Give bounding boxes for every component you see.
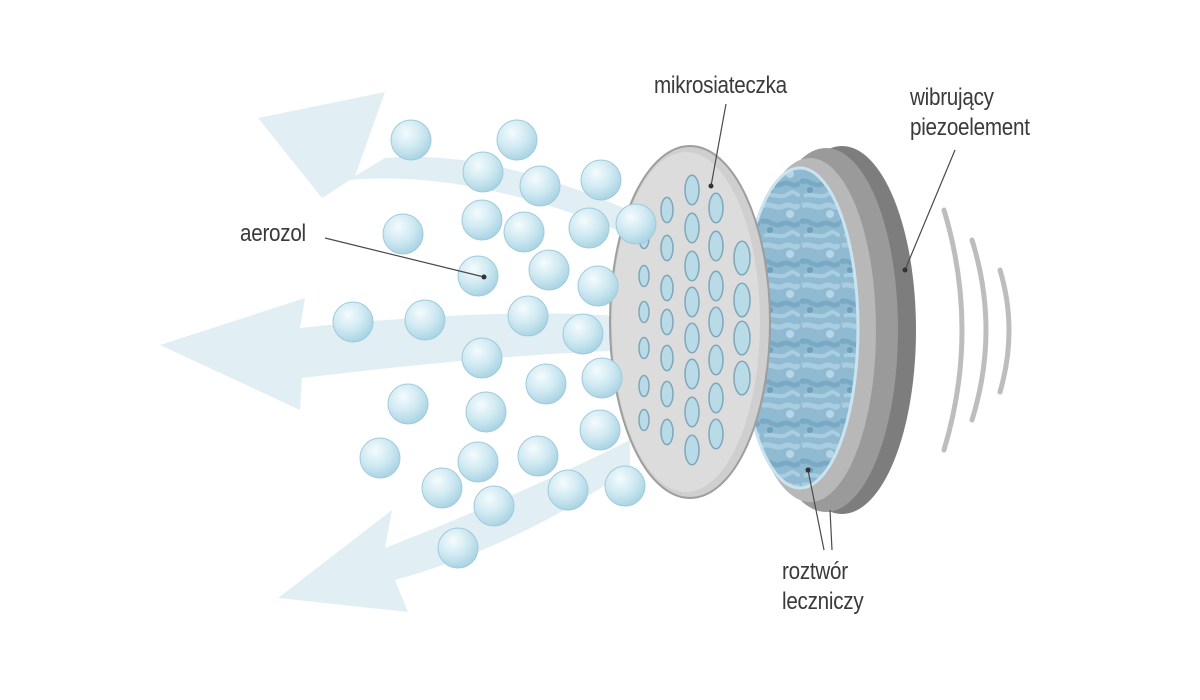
droplet xyxy=(421,467,463,509)
droplet xyxy=(465,391,507,433)
mesh-hole xyxy=(708,230,724,262)
mesh-hole xyxy=(660,418,674,446)
leader-dots xyxy=(481,183,908,473)
mesh-hole xyxy=(660,344,674,372)
vibration-lines xyxy=(941,207,1012,453)
mesh-hole xyxy=(638,300,650,324)
droplet xyxy=(359,437,401,479)
leader-lines xyxy=(324,103,956,551)
mesh-hole xyxy=(638,264,650,288)
droplet xyxy=(437,527,479,569)
mesh-hole xyxy=(660,234,674,262)
droplet xyxy=(547,469,589,511)
mesh-hole xyxy=(733,360,751,396)
droplet xyxy=(568,207,610,249)
droplet xyxy=(517,435,559,477)
label-aerosol: aerozol xyxy=(240,219,306,249)
mesh-hole xyxy=(708,306,724,338)
mesh-hole xyxy=(733,240,751,276)
droplet xyxy=(503,211,545,253)
label-solution-line2: leczniczy xyxy=(782,588,864,615)
mesh-hole xyxy=(684,286,700,318)
mesh-hole xyxy=(684,250,700,282)
mesh-hole xyxy=(708,418,724,450)
label-medicinal-solution: roztwór leczniczy xyxy=(782,557,864,617)
mesh-hole xyxy=(684,434,700,466)
droplet xyxy=(604,465,646,507)
droplet xyxy=(387,383,429,425)
droplet xyxy=(332,301,374,343)
droplet xyxy=(577,265,619,307)
mesh-hole xyxy=(708,270,724,302)
droplet xyxy=(473,485,515,527)
label-micromesh-text: mikrosiateczka xyxy=(654,72,787,99)
arrow-lower xyxy=(278,440,630,612)
droplet xyxy=(457,441,499,483)
mesh-hole xyxy=(733,282,751,318)
label-micromesh: mikrosiateczka xyxy=(654,71,787,101)
mesh-hole xyxy=(660,380,674,408)
droplet xyxy=(525,363,567,405)
mesh-hole xyxy=(660,308,674,336)
droplet xyxy=(461,199,503,241)
droplet xyxy=(519,165,561,207)
droplet xyxy=(382,213,424,255)
droplet xyxy=(496,119,538,161)
mesh-hole xyxy=(660,274,674,302)
label-aerosol-text: aerozol xyxy=(240,220,306,247)
mesh-hole xyxy=(660,196,674,224)
mesh-hole xyxy=(684,396,700,428)
droplet xyxy=(528,249,570,291)
mesh-hole xyxy=(638,408,650,432)
droplet xyxy=(390,119,432,161)
aerosol-droplets xyxy=(332,119,657,569)
mesh-hole xyxy=(638,336,650,360)
label-solution-line1: roztwór xyxy=(782,558,848,585)
droplet xyxy=(462,151,504,193)
label-piezo-line1: wibrujący xyxy=(910,84,994,111)
micromesh xyxy=(609,145,771,499)
droplet xyxy=(562,313,604,355)
mesh-hole xyxy=(684,212,700,244)
mesh-hole xyxy=(708,344,724,376)
droplet xyxy=(461,337,503,379)
mesh-hole xyxy=(684,322,700,354)
droplet xyxy=(615,203,657,245)
mesh-hole xyxy=(684,358,700,390)
label-piezo-line2: piezoelement xyxy=(910,114,1030,141)
droplet xyxy=(581,357,623,399)
droplet xyxy=(580,159,622,201)
mesh-hole xyxy=(708,192,724,224)
mesh-hole xyxy=(708,382,724,414)
mesh-hole xyxy=(684,174,700,206)
droplet xyxy=(404,299,446,341)
droplet xyxy=(507,295,549,337)
label-piezo-element: wibrujący piezoelement xyxy=(910,83,1030,143)
mesh-hole xyxy=(638,374,650,398)
droplet xyxy=(579,409,621,451)
aerosol-flow-arrows xyxy=(160,92,640,612)
mesh-hole xyxy=(733,320,751,356)
